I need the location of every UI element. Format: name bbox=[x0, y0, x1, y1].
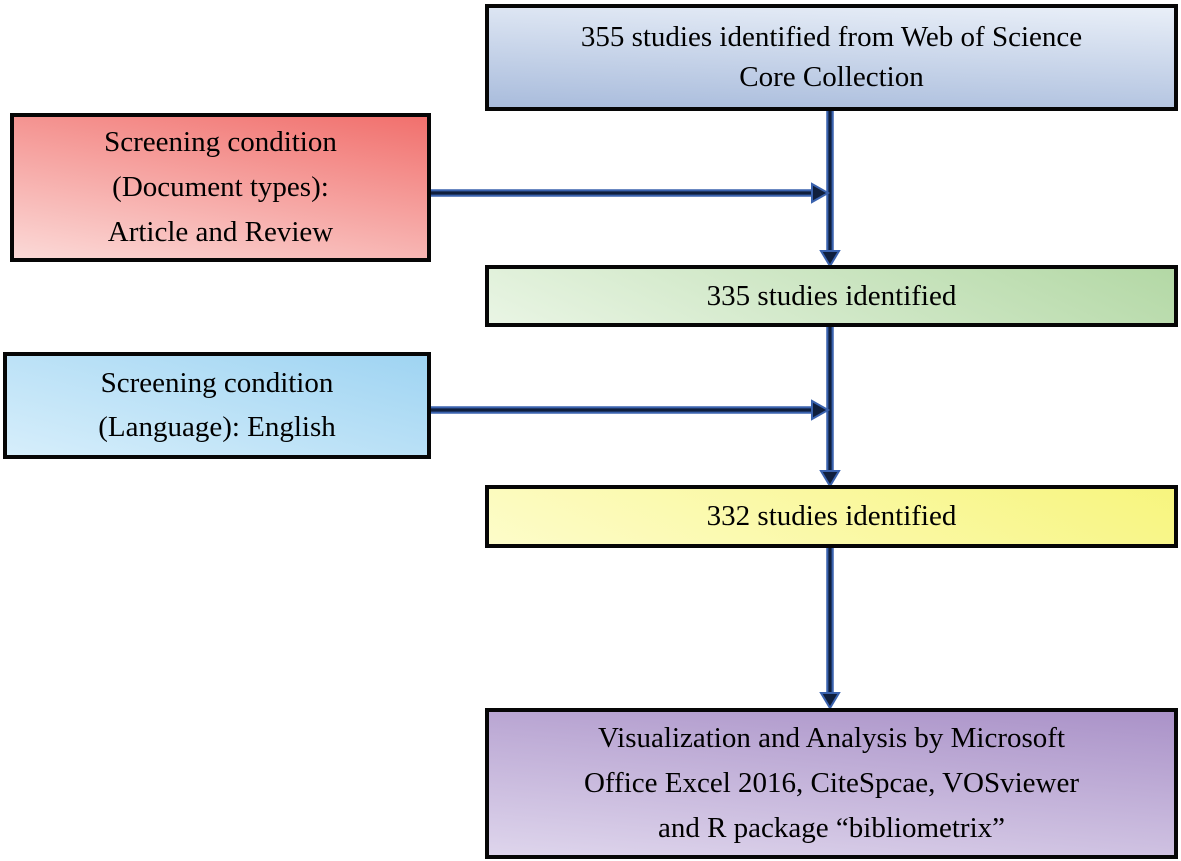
arrow-332-to-analysis bbox=[819, 548, 841, 710]
arrow-source-to-335 bbox=[819, 110, 841, 268]
box-screening-language: Screening condition (Language): English bbox=[3, 352, 431, 459]
arrowhead-right-icon bbox=[811, 399, 831, 421]
arrowhead-down-icon bbox=[819, 470, 841, 488]
box-screening-document-types: Screening condition (Document types): Ar… bbox=[10, 113, 431, 262]
arrowhead-right-icon bbox=[811, 182, 831, 204]
box-studies-332: 332 studies identified bbox=[485, 485, 1178, 548]
box-visualization-analysis: Visualization and Analysis by Microsoft … bbox=[485, 708, 1178, 859]
arrowhead-down-icon bbox=[819, 250, 841, 268]
arrow-language-screen bbox=[430, 399, 831, 421]
arrow-doctype-screen bbox=[430, 182, 831, 204]
arrowhead-down-icon bbox=[819, 692, 841, 710]
box-studies-source: 355 studies identified from Web of Scien… bbox=[485, 4, 1178, 111]
arrow-335-to-332 bbox=[819, 327, 841, 488]
box-studies-335: 335 studies identified bbox=[485, 265, 1178, 327]
